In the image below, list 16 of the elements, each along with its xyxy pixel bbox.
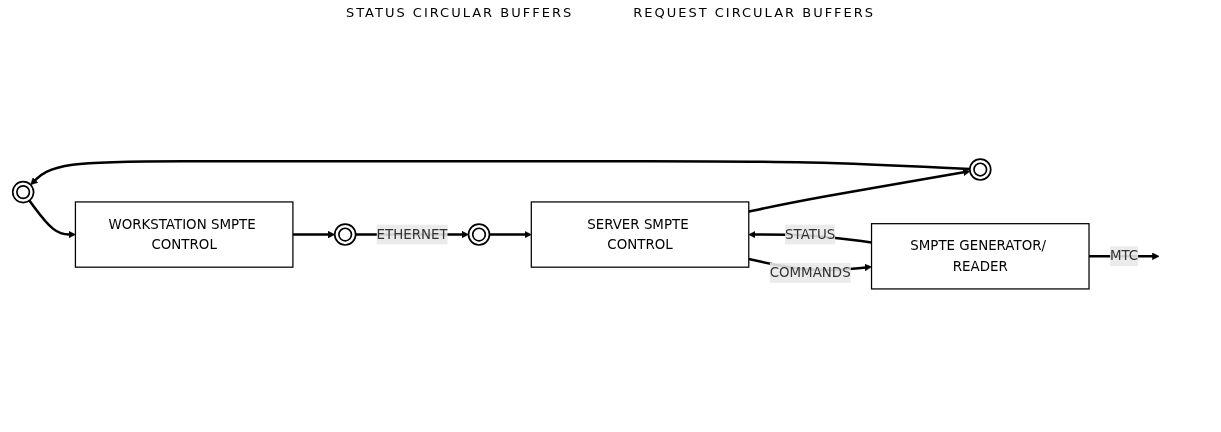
node-box: WORKSTATION SMPTE CONTROL [74,201,294,268]
node-box: SERVER SMPTE CONTROL [530,201,749,268]
node-circle [467,223,490,246]
buffer-caption: STATUS CIRCULAR BUFFERS [345,4,574,20]
edge-label: STATUS [784,226,835,243]
edge-label: COMMANDS [769,264,851,281]
node-circle [11,180,34,204]
edge-label: ETHERNET [376,226,448,243]
arrow [292,230,335,239]
node-circle [333,223,356,246]
node-circle [968,158,992,181]
buffer-caption: REQUEST CIRCULAR BUFFERS [633,4,876,20]
arrow [29,159,970,186]
arrow [748,168,970,213]
node-box: SMPTE GENERATOR/ READER [870,223,1090,290]
edge-label: MTC [1109,247,1138,264]
